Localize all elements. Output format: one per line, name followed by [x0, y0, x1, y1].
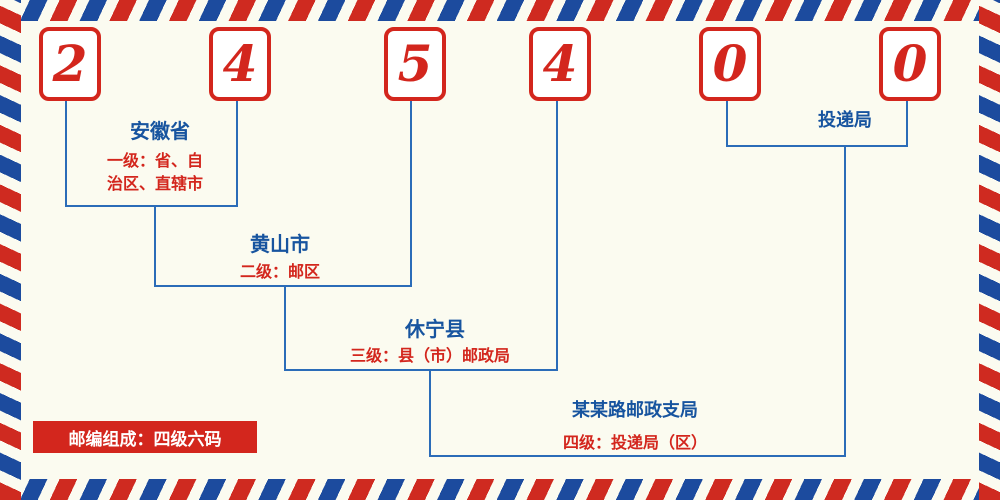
level3-desc: 三级：县（市）邮政局 — [349, 348, 511, 365]
connector-line-digit5 — [726, 97, 728, 147]
connector-line-level4-shelf — [429, 455, 846, 457]
connector-line-level2-shelf — [154, 285, 412, 287]
level2-desc: 二级：邮区 — [239, 264, 321, 281]
connector-line-level3-to-level4 — [429, 369, 431, 457]
digit-box-4: 4 — [529, 27, 591, 101]
level4-desc: 四级：投递局（区） — [562, 435, 708, 452]
digit-1: 2 — [52, 34, 88, 93]
level1-desc-line1: 一级：省、自 — [106, 153, 204, 170]
airmail-border-bottom — [0, 479, 1000, 500]
digit-3: 5 — [397, 34, 433, 93]
digit-box-6: 0 — [879, 27, 941, 101]
connector-line-digit6 — [906, 97, 908, 147]
airmail-border-right — [979, 0, 1000, 500]
digit-5: 0 — [712, 34, 748, 93]
connector-line-digit1 — [65, 97, 67, 207]
digit-box-3: 5 — [384, 27, 446, 101]
connector-line-level3-shelf — [284, 369, 558, 371]
connector-line-digit3 — [410, 97, 412, 287]
connector-line-digit2 — [236, 97, 238, 207]
region-label-province: 安徽省 — [130, 121, 190, 143]
airmail-border-left — [0, 0, 21, 500]
digit-box-5: 0 — [699, 27, 761, 101]
airmail-border-top — [0, 0, 1000, 21]
digit-4: 4 — [542, 34, 578, 93]
connector-line-level1-shelf — [65, 205, 238, 207]
connector-line-delivery-shelf — [726, 145, 908, 147]
connector-line-level2-to-level3 — [284, 285, 286, 371]
region-label-branch: 某某路邮政支局 — [572, 400, 698, 420]
delivery-office-label: 投递局 — [818, 110, 872, 130]
digit-2: 4 — [222, 34, 258, 93]
digit-6: 0 — [892, 34, 928, 93]
connector-line-level1-to-level2 — [154, 205, 156, 287]
level1-desc-line2: 治区、直辖市 — [106, 176, 204, 193]
composition-badge: 邮编组成：四级六码 — [33, 421, 257, 453]
digit-box-1: 2 — [39, 27, 101, 101]
region-label-city: 黄山市 — [250, 234, 310, 256]
connector-line-digit4 — [556, 97, 558, 371]
connector-line-delivery-riser — [844, 145, 846, 457]
digit-box-2: 4 — [209, 27, 271, 101]
region-label-county: 休宁县 — [405, 319, 465, 341]
